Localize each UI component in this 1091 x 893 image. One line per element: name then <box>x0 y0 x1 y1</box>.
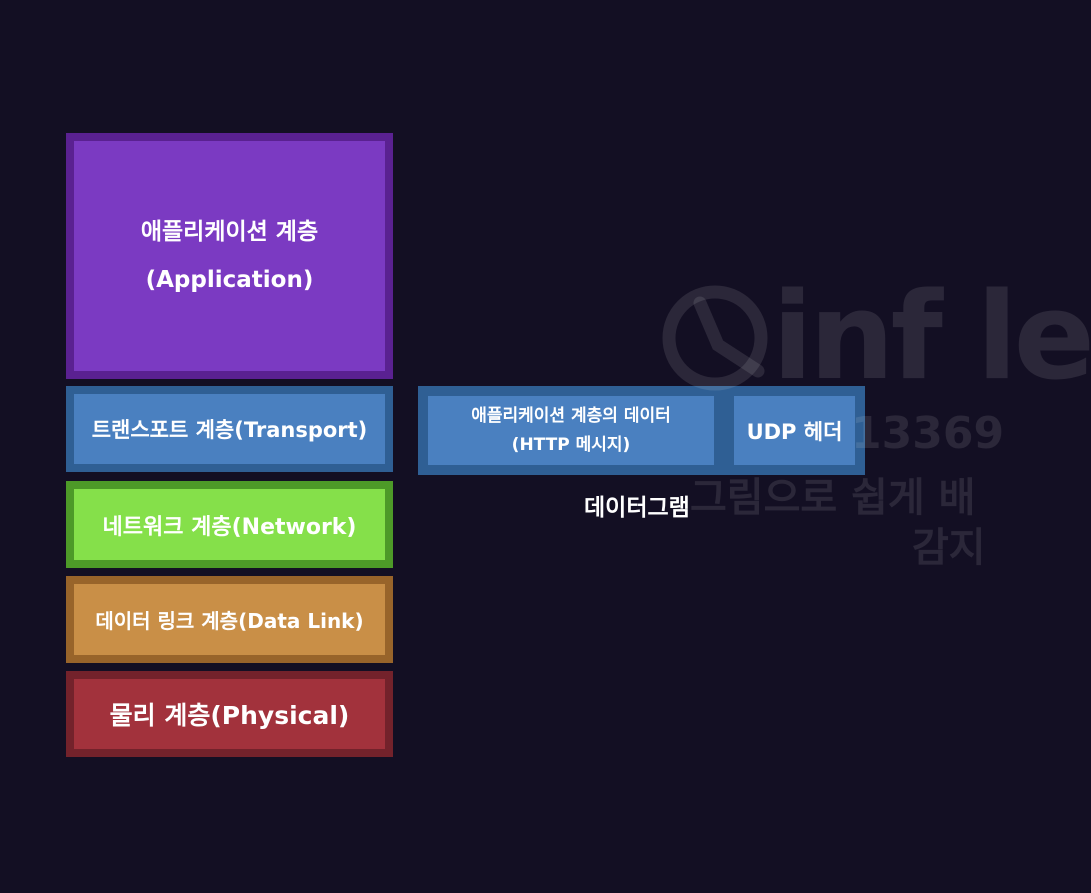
datalink-layer-box: 데이터 링크 계층(Data Link) <box>66 576 393 663</box>
datagram-payload-box: 애플리케이션 계층의 데이터 (HTTP 메시지) <box>418 386 724 475</box>
inflearn-logo-icon <box>662 285 768 391</box>
udp-header-box: UDP 헤더 <box>724 386 865 475</box>
datagram-payload-line1: 애플리케이션 계층의 데이터 <box>471 405 671 426</box>
watermark-number: 13369 <box>851 408 1005 459</box>
application-layer-name: 애플리케이션 계층 <box>140 219 319 245</box>
udp-header-label: UDP 헤더 <box>746 419 843 444</box>
transport-layer-box: 트랜스포트 계층(Transport) <box>66 386 393 472</box>
watermark-line1: 그림으로 쉽게 배 <box>690 475 976 521</box>
network-layer-box: 네트워크 계층(Network) <box>66 481 393 568</box>
application-layer-english: (Application) <box>145 267 314 293</box>
transport-layer-label: 트랜스포트 계층(Transport) <box>91 418 368 442</box>
datalink-layer-label: 데이터 링크 계층(Data Link) <box>95 609 364 633</box>
application-layer-box: 애플리케이션 계층 (Application) <box>66 133 393 379</box>
network-layer-label: 네트워크 계층(Network) <box>102 514 357 540</box>
datagram-payload-line2: (HTTP 메시지) <box>511 434 631 455</box>
physical-layer-box: 물리 계층(Physical) <box>66 671 393 757</box>
datagram-label: 데이터그램 <box>584 495 690 521</box>
watermark-brand: inf le <box>772 268 1091 407</box>
watermark-line2: 감지 <box>912 525 986 571</box>
physical-layer-label: 물리 계층(Physical) <box>109 701 350 730</box>
